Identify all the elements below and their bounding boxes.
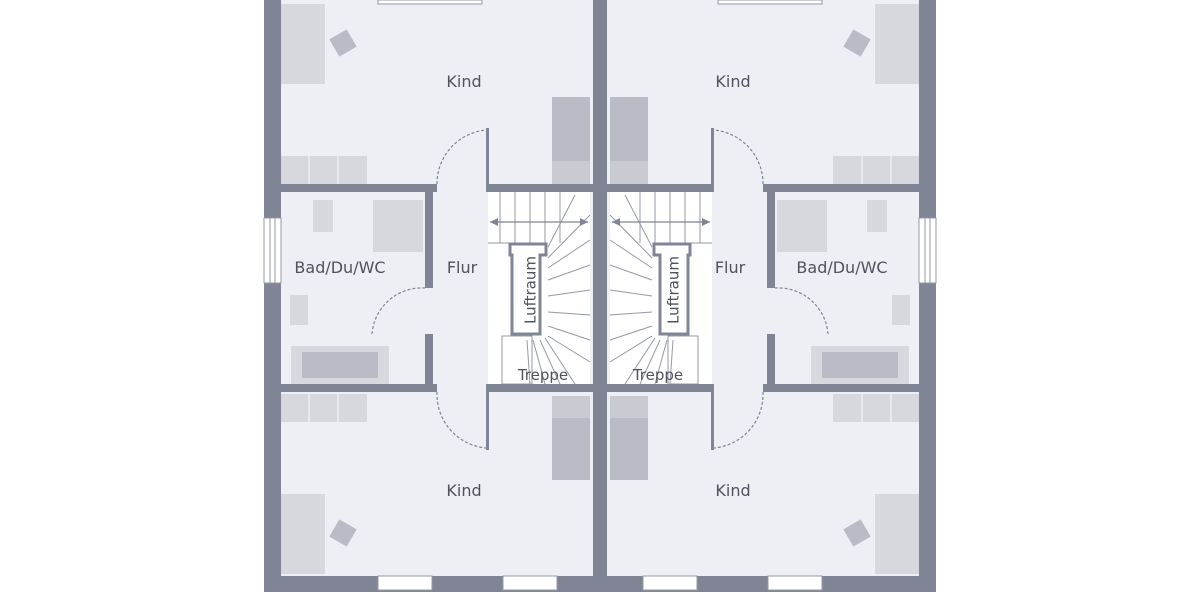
shelf-upper xyxy=(552,396,590,418)
sink xyxy=(290,295,308,325)
room-label-kind: Kind xyxy=(715,72,750,91)
stair-steps xyxy=(488,192,591,385)
window-bad-right xyxy=(918,217,937,284)
bathtub-basin xyxy=(302,352,378,378)
window-kind-bottom xyxy=(377,575,433,591)
room-label-bad: Bad/Du/WC xyxy=(294,258,385,277)
shelf xyxy=(552,97,590,161)
room-label-treppe: Treppe xyxy=(517,366,568,384)
bed xyxy=(281,494,325,574)
wardrobe xyxy=(281,394,367,422)
room-label-luftraum: Luftraum xyxy=(665,256,683,324)
room-label-bad: Bad/Du/WC xyxy=(796,258,887,277)
wardrobe xyxy=(281,156,367,184)
window-bad-left xyxy=(263,217,282,284)
luftraum-void xyxy=(508,242,548,336)
windows xyxy=(263,0,937,591)
desk-chair xyxy=(329,519,357,547)
room-label-luftraum: Luftraum xyxy=(522,256,540,324)
unit-left xyxy=(281,4,591,574)
room-label-treppe: Treppe xyxy=(632,366,683,384)
shelf-lower xyxy=(552,161,590,185)
shelf xyxy=(552,418,590,480)
window-kind-top xyxy=(377,0,483,5)
room-label-kind: Kind xyxy=(446,72,481,91)
room-label-flur: Flur xyxy=(447,258,478,277)
shower xyxy=(373,200,423,252)
desk-chair xyxy=(329,29,357,57)
toilet xyxy=(313,200,333,232)
room-label-kind: Kind xyxy=(715,481,750,500)
room-label-kind: Kind xyxy=(446,481,481,500)
bed xyxy=(281,4,325,84)
room-label-flur: Flur xyxy=(715,258,746,277)
room-labels: Kind Kind Bad/Du/WC Flur Treppe Luftraum… xyxy=(294,72,887,500)
doors xyxy=(371,129,829,449)
